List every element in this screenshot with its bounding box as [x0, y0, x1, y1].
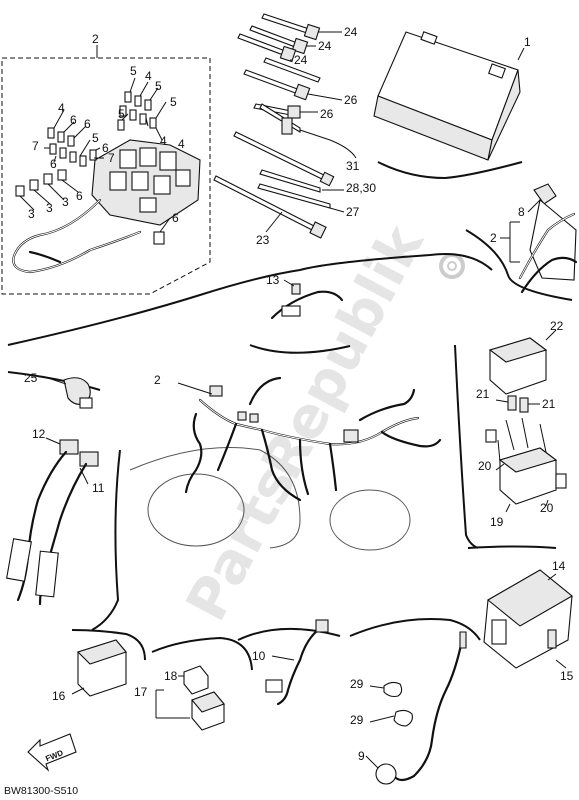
flasher-relay-16: 16 [52, 639, 127, 703]
callout-10: 10 [252, 649, 266, 663]
band-24b [249, 25, 309, 55]
callout-4c: 4 [178, 137, 185, 151]
band-26b [263, 57, 321, 83]
callout-17: 17 [134, 685, 148, 699]
callout-4b: 4 [160, 134, 167, 148]
callout-6b: 6 [84, 117, 91, 131]
starter-relay-group: 22 21 21 20 20 19 [476, 319, 567, 529]
clamp-25: 25 [24, 371, 93, 409]
callout-12: 12 [32, 427, 46, 441]
callout-23: 23 [256, 233, 270, 247]
diagram-code: BW81300-S510 [4, 785, 78, 797]
callout-8: 8 [518, 205, 525, 219]
callout-20b: 20 [540, 501, 554, 515]
callout-25: 25 [24, 371, 38, 385]
connector-kit-box: 2 [1, 32, 211, 295]
ground-lead: 13 [266, 273, 344, 320]
callout-7a: 7 [108, 151, 115, 165]
callout-3c: 3 [62, 195, 69, 209]
callout-4d: 4 [58, 101, 65, 115]
callout-27: 27 [346, 205, 360, 219]
callout-31: 31 [346, 159, 360, 173]
callout-29b: 29 [350, 713, 364, 727]
fwd-arrow-icon: FWD [27, 733, 77, 772]
callout-18: 18 [164, 669, 178, 683]
callout-20a: 20 [478, 459, 492, 473]
callout-15: 15 [560, 669, 574, 683]
sensor-lead-10: 10 [252, 619, 329, 706]
callout-16: 16 [52, 689, 66, 703]
relay-17-18: 18 17 [134, 665, 225, 731]
watermark: Parts Republik [174, 214, 437, 632]
callout-29a: 29 [350, 677, 364, 691]
battery: 1 [373, 31, 531, 161]
callout-5e: 5 [92, 131, 99, 145]
cable-ties: 24 24 24 26 26 31 28,30 27 23 [213, 13, 376, 247]
callout-2-right: 2 [490, 231, 497, 245]
tie-28-30 [259, 169, 321, 193]
callout-6e: 6 [76, 189, 83, 203]
callout-24a: 24 [344, 25, 358, 39]
callout-5a: 5 [130, 64, 137, 78]
callout-2-harness: 2 [154, 373, 161, 387]
callout-5c: 5 [170, 95, 177, 109]
tie-long-1 [233, 131, 335, 187]
callout-21a: 21 [476, 387, 490, 401]
gear-icon [439, 253, 465, 279]
callout-3a: 3 [28, 207, 35, 221]
callout-26b: 26 [320, 107, 334, 121]
callout-6a: 6 [70, 113, 77, 127]
fuse-row-upper [117, 91, 157, 131]
callout-7b: 7 [32, 139, 39, 153]
callout-5d: 5 [118, 107, 125, 121]
callout-6f: 6 [172, 211, 179, 225]
band-24a [261, 13, 321, 41]
callout-9: 9 [358, 749, 365, 763]
callout-13: 13 [266, 273, 280, 287]
callout-6d: 6 [50, 157, 57, 171]
clip-31 [259, 103, 301, 135]
fuse-box-holder-area: 8 2 [490, 183, 578, 294]
callout-2-kit: 2 [92, 32, 99, 46]
callout-21b: 21 [542, 397, 556, 411]
callout-6c: 6 [102, 141, 109, 155]
lead-wire-12-11: 12 11 [6, 427, 105, 606]
callout-5b: 5 [155, 79, 162, 93]
callout-11: 11 [92, 481, 105, 495]
band-26a [243, 69, 311, 101]
callout-24c: 24 [294, 53, 308, 67]
callout-1: 1 [524, 35, 531, 49]
callout-24b: 24 [318, 39, 332, 53]
callout-28-30: 28,30 [346, 181, 376, 195]
fuse-row-lower [47, 127, 97, 167]
callout-3b: 3 [46, 201, 53, 215]
rectifier-regulator: 14 15 [483, 559, 574, 683]
main-wire-harness: 2 [129, 373, 442, 551]
callout-26a: 26 [344, 93, 358, 107]
callout-19: 19 [490, 515, 504, 529]
callout-14: 14 [552, 559, 566, 573]
sensor-9-29: 29 29 9 [350, 631, 467, 785]
band-24c [237, 33, 297, 63]
group-brackets [7, 161, 573, 671]
callout-4a: 4 [145, 69, 152, 83]
tie-23 [213, 175, 327, 239]
callout-22: 22 [550, 319, 564, 333]
